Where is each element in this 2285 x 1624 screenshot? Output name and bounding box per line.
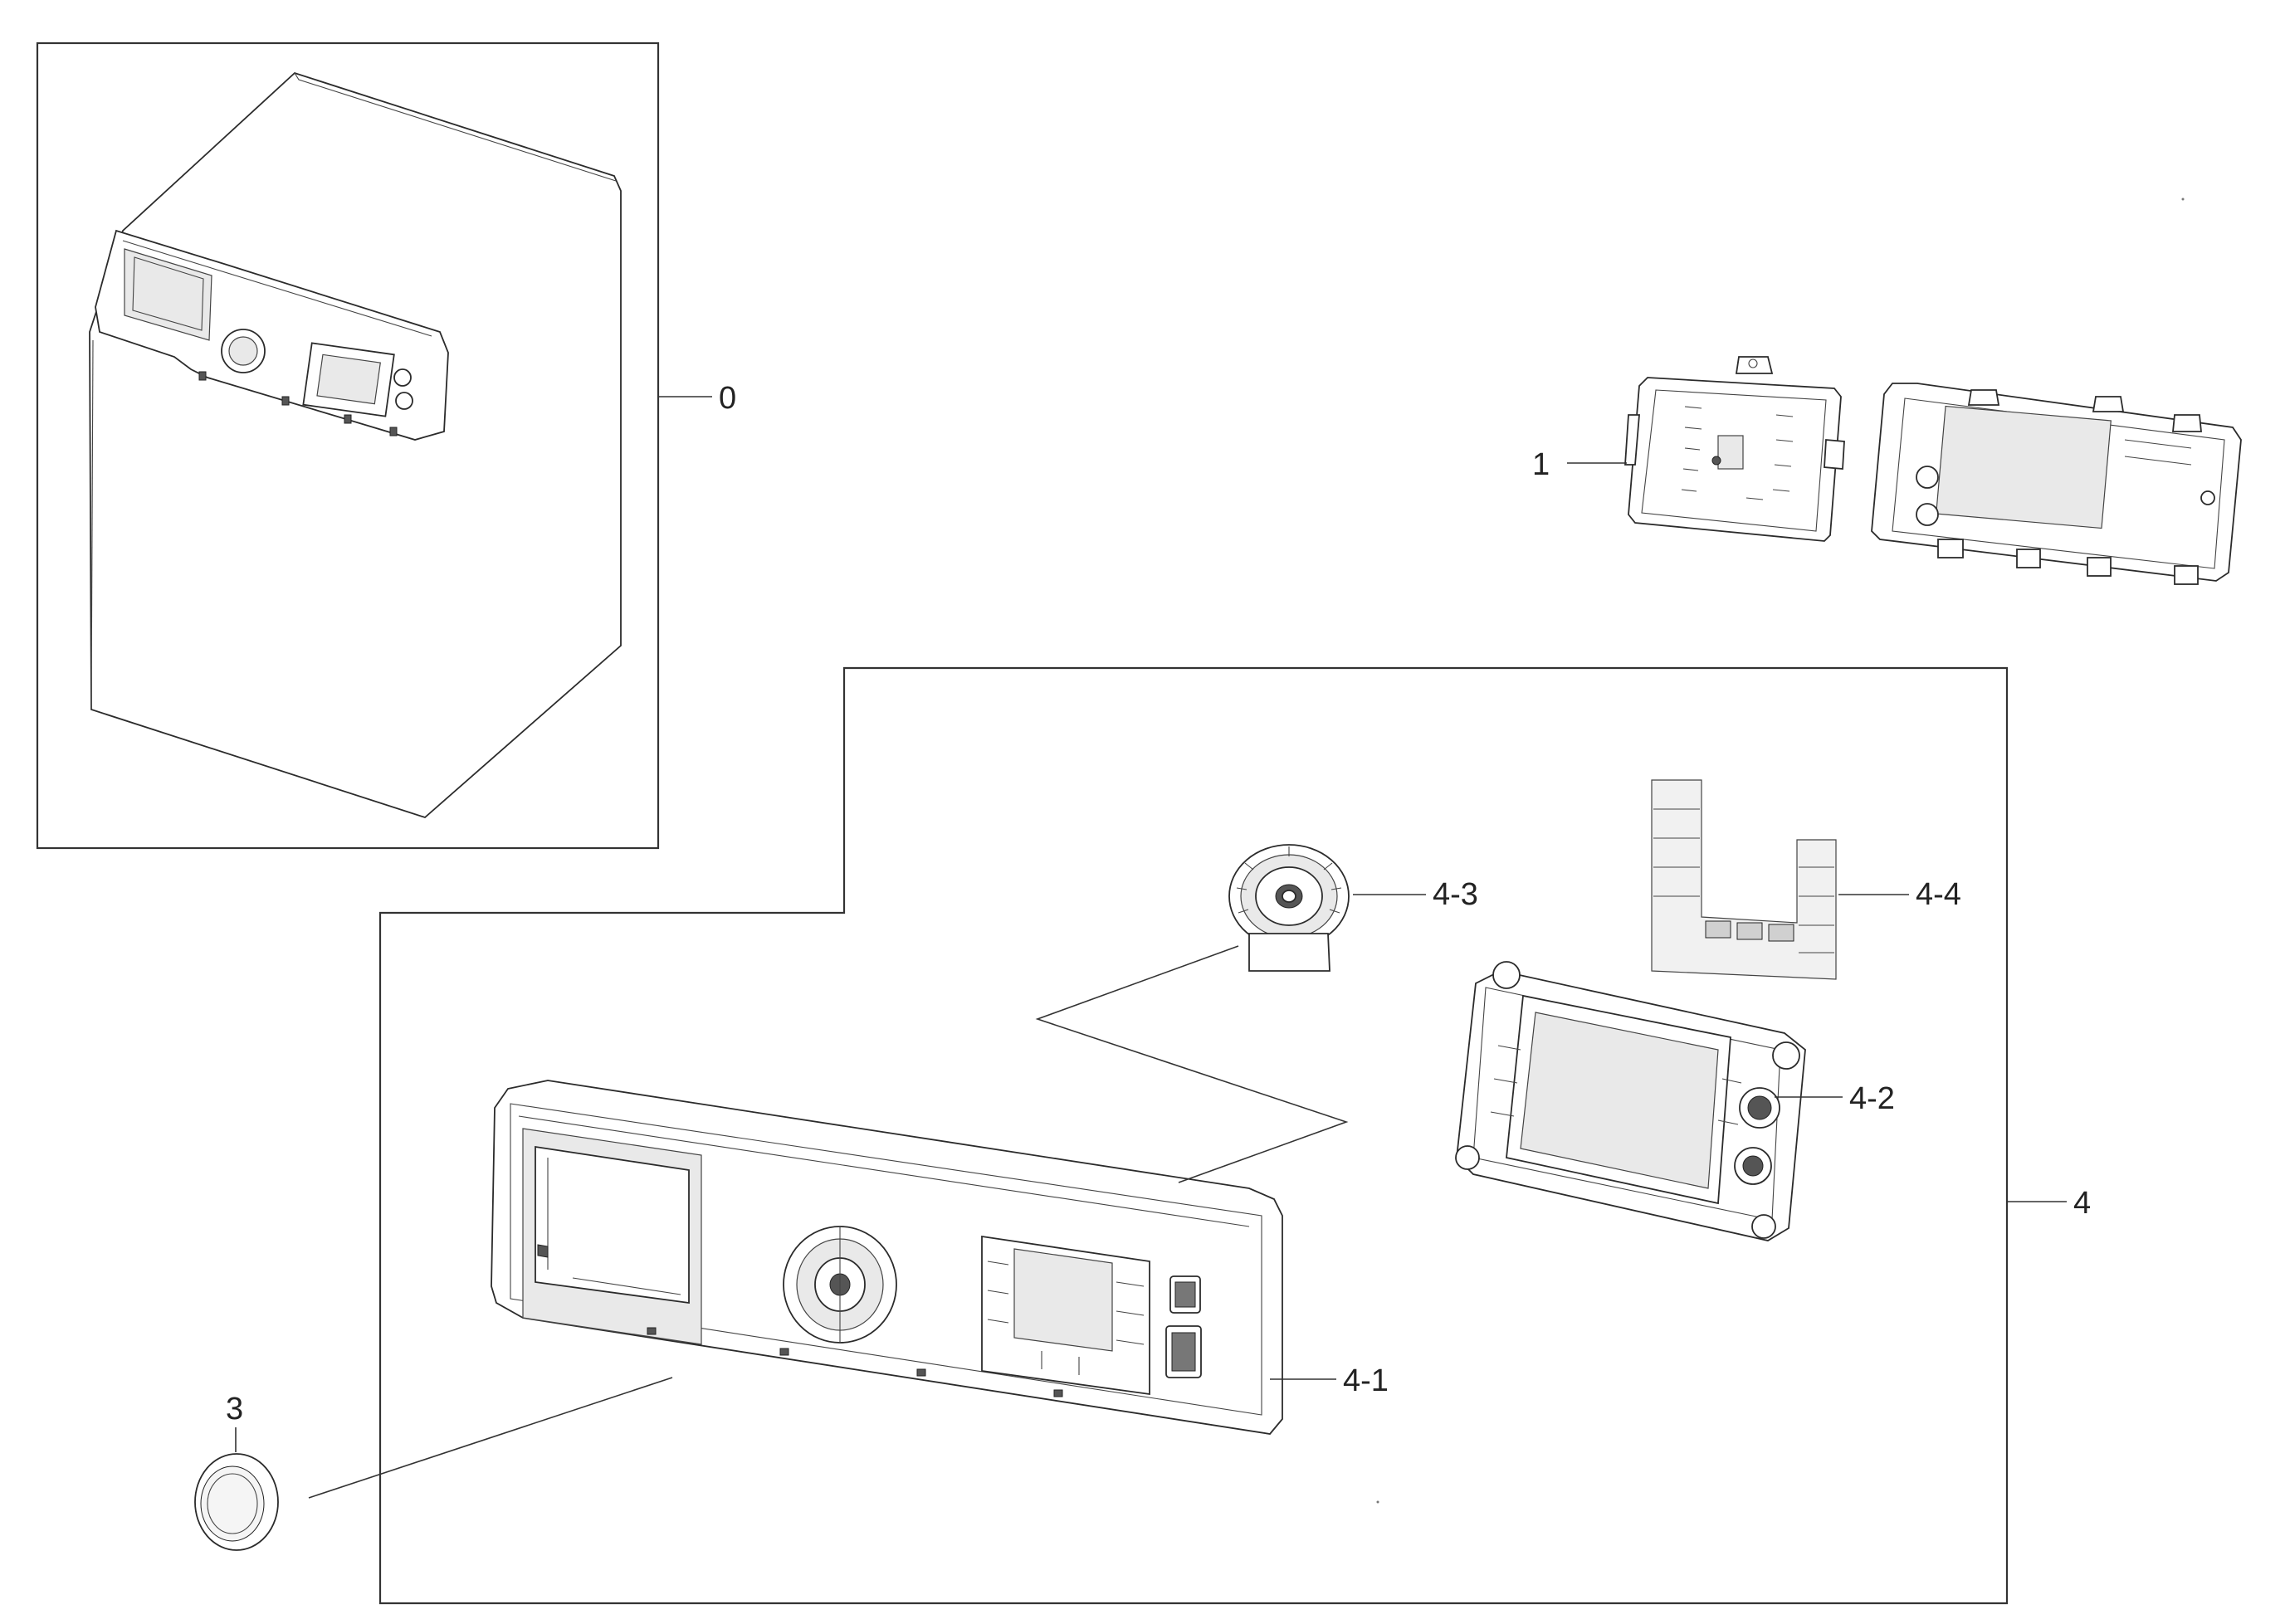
pcb-module-right-illustration [1871, 383, 2242, 585]
dial-knob-illustration [1228, 844, 1350, 972]
part-label-3: 3 [226, 1392, 243, 1426]
part-label-4-1: 4-1 [1343, 1363, 1389, 1398]
part-label-0: 0 [719, 381, 736, 416]
part-4-group-frame [378, 666, 2009, 1605]
assembly-guide-line-3 [308, 1377, 673, 1499]
part-label-4-2: 4-2 [1849, 1081, 1895, 1116]
stray-mark [1376, 1500, 1379, 1504]
label-sticker-illustration [1651, 779, 1837, 980]
part-label-1: 1 [1532, 447, 1550, 482]
assembly-guide-line [1035, 945, 1349, 1183]
washer-cabinet-illustration [89, 71, 622, 819]
control-panel-illustration [491, 1080, 1283, 1435]
display-module-illustration [1455, 961, 1806, 1241]
part-0-frame [36, 41, 660, 850]
pcb-module-left-illustration [1624, 356, 1845, 542]
part-label-4: 4 [2073, 1186, 2091, 1221]
stray-mark [2181, 198, 2185, 201]
knob-cap-illustration [194, 1453, 279, 1551]
part-label-4-3: 4-3 [1433, 877, 1478, 912]
part-label-4-4: 4-4 [1916, 877, 1961, 912]
